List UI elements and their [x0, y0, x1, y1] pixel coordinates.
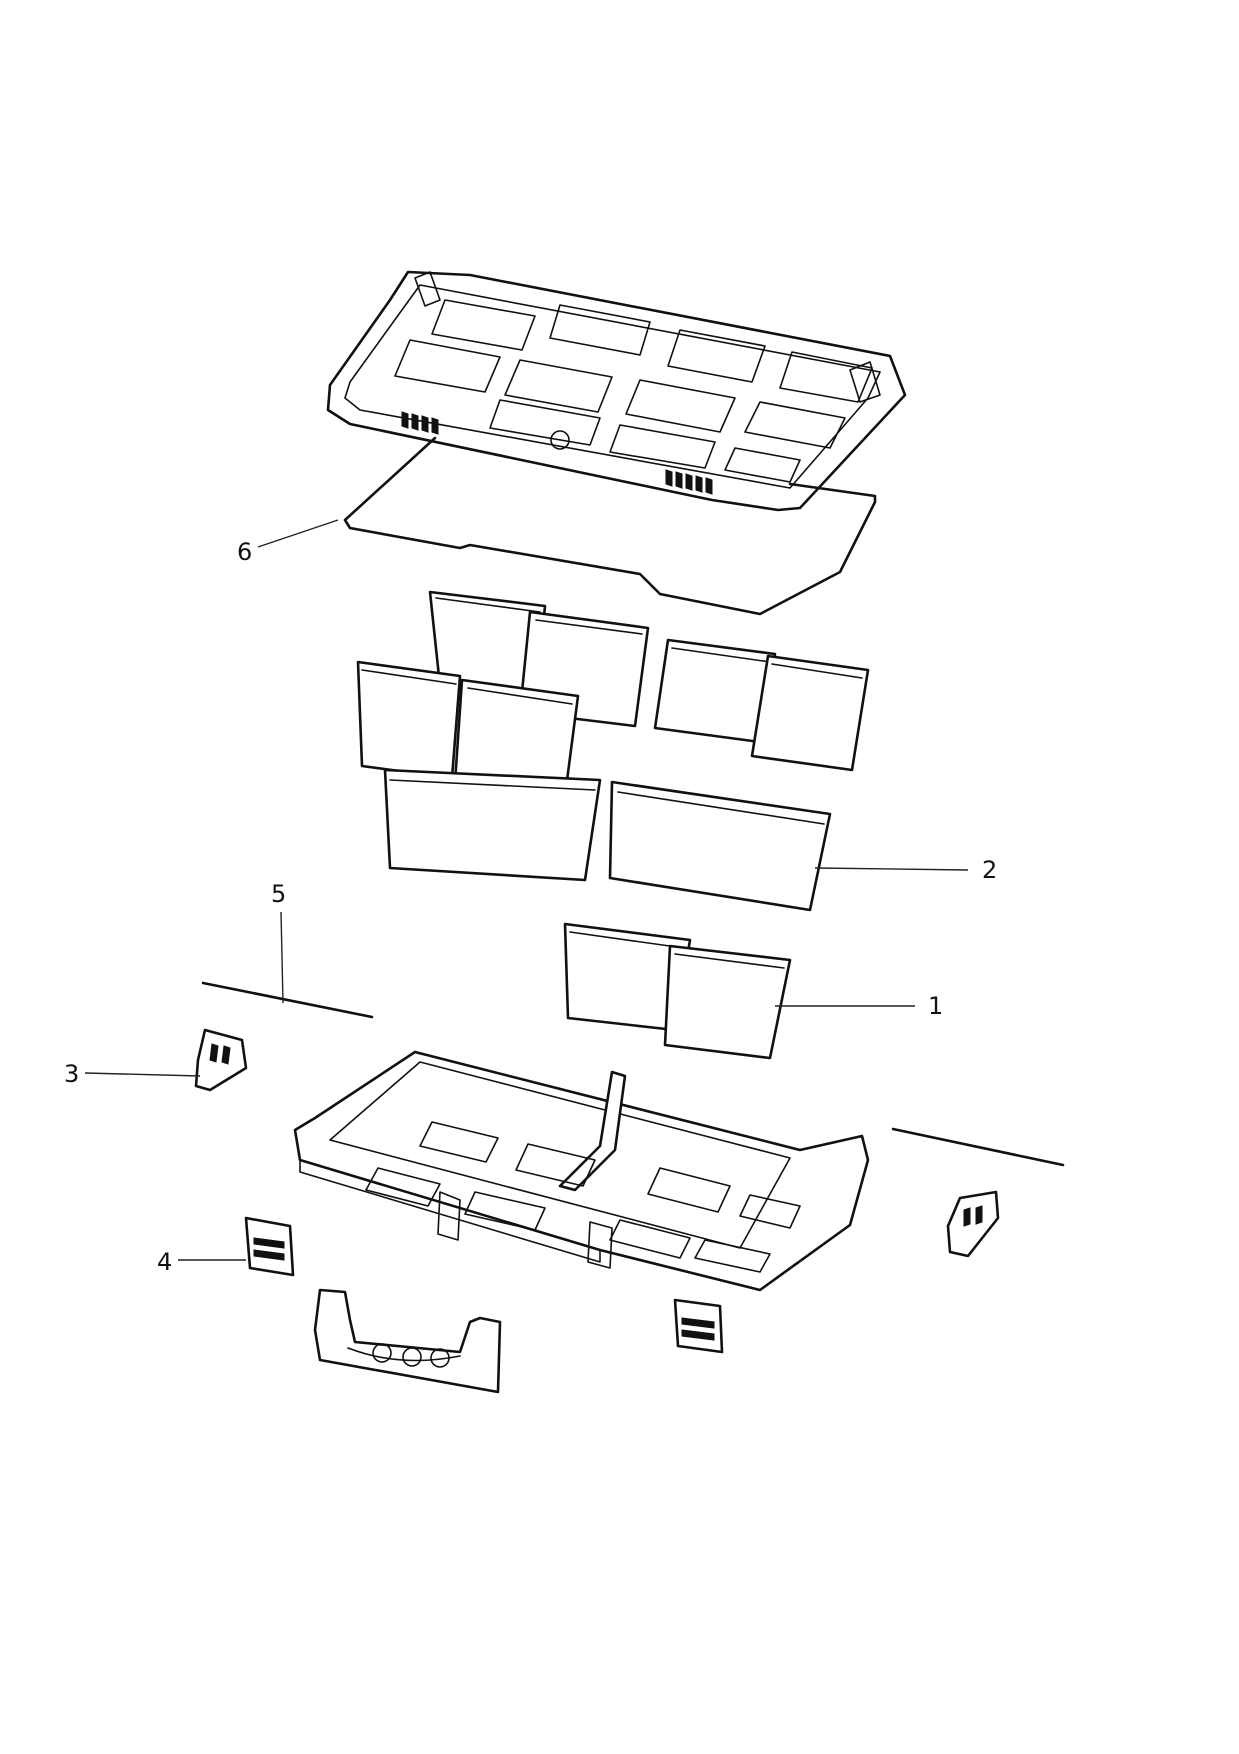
leader-2 — [814, 867, 969, 871]
lid-seal-gasket — [343, 436, 877, 616]
leader-3 — [84, 1072, 201, 1077]
latch-left — [244, 1216, 295, 1277]
callout-2: 2 — [982, 856, 997, 884]
large-bins-group — [383, 768, 832, 912]
callout-labels: 1 2 3 4 5 6 — [64, 538, 997, 1276]
callout-1: 1 — [928, 992, 943, 1020]
leader-6 — [257, 519, 339, 548]
organizer-base — [293, 1050, 870, 1292]
callout-4: 4 — [157, 1248, 172, 1276]
small-bins-top-group — [356, 590, 870, 798]
hinge-pins — [201, 981, 1065, 1167]
hinge-clip-left — [194, 1028, 248, 1092]
lid-frame — [326, 270, 907, 512]
callout-3: 3 — [64, 1060, 79, 1088]
leader-lines — [84, 519, 969, 1261]
carry-handle — [313, 1288, 502, 1394]
leader-5 — [280, 911, 284, 1004]
latch-right — [673, 1298, 724, 1354]
callout-6: 6 — [237, 538, 252, 566]
small-bins-bottom-group — [563, 922, 792, 1060]
hinge-clip-right — [946, 1190, 1000, 1258]
callout-5: 5 — [271, 880, 286, 908]
